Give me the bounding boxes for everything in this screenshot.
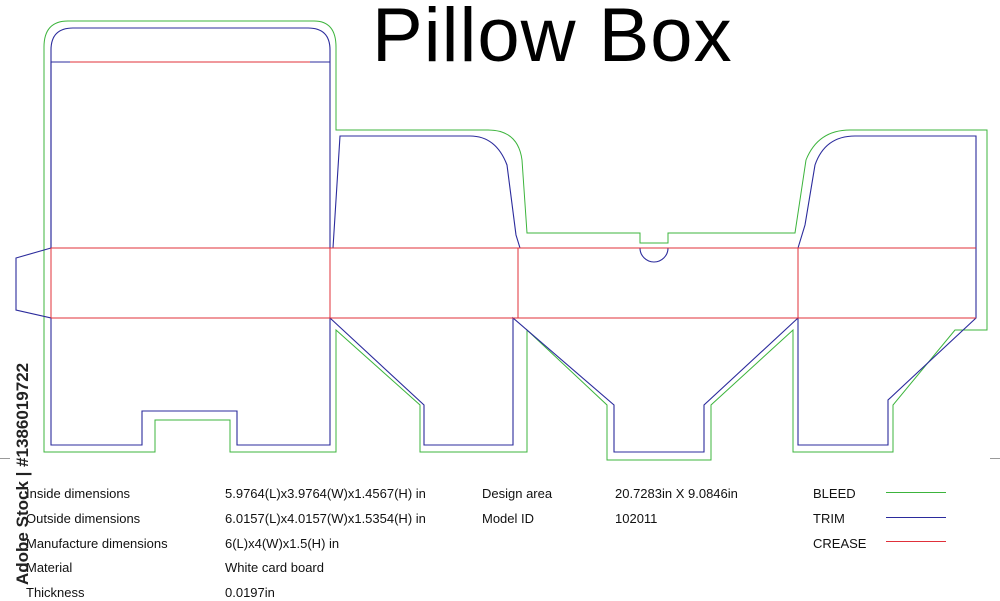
spec-value: 5.9764(L)x3.9764(W)x1.4567(H) in: [225, 486, 426, 501]
spec-value: 102011: [615, 511, 658, 526]
legend-swatch-bleed: [886, 492, 946, 493]
stock-credit: Adobe Stock | #1386019722: [13, 362, 32, 585]
bleed-outline: [43, 20, 988, 461]
legend-swatch-trim: [886, 517, 946, 518]
spec-value: 0.0197in: [225, 585, 275, 600]
crop-mark: [990, 458, 1000, 459]
spec-value: 6.0157(L)x4.0157(W)x1.5354(H) in: [225, 511, 426, 526]
legend-label-trim: TRIM: [813, 511, 845, 526]
crop-mark: [0, 458, 10, 459]
spec-label: Thickness: [26, 585, 85, 600]
trim-outline: [15, 27, 977, 453]
spec-label: Inside dimensions: [26, 486, 131, 501]
spec-label: Design area: [482, 486, 553, 501]
legend-label-bleed: BLEED: [813, 486, 856, 501]
spec-label: Material: [26, 560, 73, 575]
spec-label: Manufacture dimensions: [26, 536, 168, 551]
spec-value: 6(L)x4(W)x1.5(H) in: [225, 536, 340, 551]
spec-value: White card board: [225, 560, 324, 575]
page-title: Pillow Box: [372, 0, 733, 78]
legend-swatch-crease: [886, 541, 946, 542]
spec-value: 20.7283in X 9.0846in: [615, 486, 738, 501]
crease-lines: [50, 61, 976, 319]
spec-label: Model ID: [482, 511, 535, 526]
legend-label-crease: CREASE: [813, 536, 867, 551]
spec-label: Outside dimensions: [26, 511, 141, 526]
